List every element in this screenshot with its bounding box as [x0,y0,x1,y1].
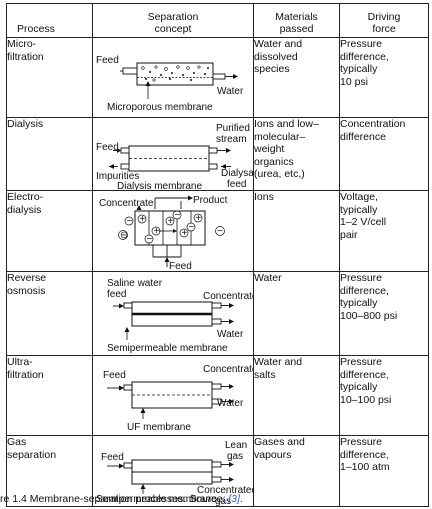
label-concentrated-gas: gas [215,496,231,507]
header-materials-passed: Materials passed [253,3,340,38]
label-product: Product [193,195,228,206]
table-row: Gas separation Feed Lean gas Concentrate… [6,435,429,507]
svg-text:+: + [140,214,146,225]
label-saline-water: Saline water [107,278,163,289]
reverse-osmosis-diagram: Saline water feed Concentrate Water Semi… [92,271,254,356]
table-row: Electro- dialysis Concentrate Product + … [6,190,429,272]
label-purified: Purified [216,123,250,134]
label-water: Water [217,86,244,97]
process-name: Micro- filtration [7,38,44,63]
caption-text: re 1.4 Membrane-separation processes. [0,493,187,505]
materials-passed: Gases and vapours [254,436,305,461]
table-row: Dialysis Feed Purified stream [6,117,429,191]
svg-text:−: − [175,210,181,221]
header-row: Process Separation concept Materials pas… [6,3,429,38]
dialysis-svg: Feed Purified stream Impurities Dialysat… [96,123,253,191]
label-stream: stream [216,134,247,145]
electrodialysis-svg: Concentrate Product + + + + + [99,195,228,272]
dialysis-diagram: Feed Purified stream Impurities Dialysat… [92,117,254,191]
svg-text:+: + [154,226,160,237]
header-process: Process [6,3,93,38]
process-name: Dialysis [7,118,44,130]
svg-text:+: + [182,228,188,239]
process-name: Gas separation [7,436,57,461]
label-feed: Feed [96,142,119,153]
process-name: Electro- dialysis [7,191,44,216]
label-lean: Lean [225,440,247,451]
label-feed: Feed [96,55,119,66]
header-driving-force: Driving force [339,3,429,38]
microfiltration-diagram: Feed [92,37,254,118]
label-concentrated: Concentrated [197,485,253,496]
materials-passed: Ions and low– molecular– weight organics… [254,118,319,180]
driving-force: Pressure difference, 1–100 atm [340,436,390,473]
ultrafiltration-svg: Feed Concentrate Water UF membrane [103,364,253,433]
label-dialysis-membrane: Dialysis membrane [117,181,202,191]
caption-period: . [239,493,243,505]
materials-passed: Water [254,272,282,284]
table-row: Micro- filtration Feed [6,37,429,118]
label-dialysate: Dialysate [221,168,253,179]
driving-force: Concentration difference [340,118,406,143]
materials-passed: Water and salts [254,356,303,381]
label-concentrate: Concentrate [203,364,253,375]
gas-separation-svg: Feed Lean gas Concentrated gas Semiperme… [96,440,253,507]
driving-force: Pressure difference, typically 100–800 p… [340,272,398,322]
svg-text:−: − [217,226,223,237]
reverse-osmosis-svg: Saline water feed Concentrate Water Semi… [107,278,253,354]
figure-caption: re 1.4 Membrane-separation processes. So… [0,493,243,505]
materials-passed: Ions [254,191,274,203]
ultrafiltration-diagram: Feed Concentrate Water UF membrane [92,355,254,436]
label-dialysate-feed: feed [227,179,246,190]
label-uf-membrane: UF membrane [127,422,191,433]
materials-passed: Water and dissolved species [254,38,303,75]
header-separation-concept: Separation concept [92,3,254,38]
label-feed: Feed [101,452,124,463]
svg-text:−: − [189,222,195,233]
label-semipermeable-membrane: Semipermeable membrane [107,343,228,354]
svg-text:+: + [196,213,202,224]
driving-force: Voltage, typically 1–2 V/cell pair [340,191,387,241]
caption-reference-link[interactable]: [3] [228,493,240,505]
label-microporous-membrane: Microporous membrane [107,102,213,113]
membrane-process-table: Process Separation concept Materials pas… [6,3,429,507]
label-impurities: Impurities [96,171,139,182]
table-row: Reverse osmosis Saline water feed Concen… [6,271,429,356]
svg-text:−: − [147,234,153,245]
ion-markers: + + + + + − − − ⊖ − − [118,210,225,245]
label-water: Water [217,329,244,340]
driving-force: Pressure difference, typically 10–100 ps… [340,356,392,406]
gas-separation-diagram: Feed Lean gas Concentrated gas Semiperme… [92,435,254,507]
label-lean-gas: gas [227,451,243,462]
svg-text:⊖: ⊖ [120,230,128,241]
label-semipermeable-membrane: Semipermeable membrane [96,494,217,505]
label-concentrate: Concentrate [203,291,253,302]
label-saline-feed: feed [107,289,126,300]
electrodialysis-diagram: Concentrate Product + + + + + [92,190,254,272]
microfiltration-svg: Feed [96,55,244,113]
caption-source-label: Source: [189,493,226,505]
label-feed: Feed [103,370,126,381]
label-water: Water [217,398,244,409]
process-name: Reverse osmosis [7,272,47,297]
svg-text:+: + [168,216,174,227]
process-name: Ultra- filtration [7,356,44,381]
label-concentrate: Concentrate [99,198,154,209]
svg-text:−: − [127,216,133,227]
table-row: Ultra- filtration Feed Concentrate Water [6,355,429,436]
driving-force: Pressure difference, typically 10 psi [340,38,389,88]
label-feed: Feed [169,261,192,272]
membrane-pores [141,65,209,82]
